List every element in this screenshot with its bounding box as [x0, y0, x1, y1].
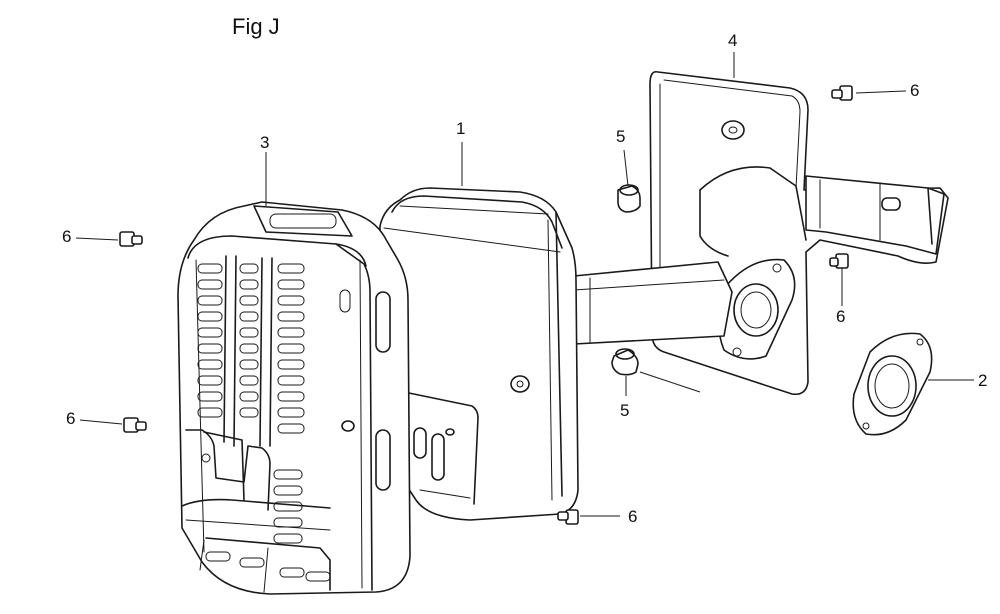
bolt-bottom [557, 509, 579, 525]
bolt-mid-right [829, 253, 849, 269]
callout-part-1: 1 [456, 119, 466, 138]
callout-part-6-left-upper: 6 [62, 227, 72, 246]
figure-title: Fig J [232, 14, 280, 39]
spacer-collar-lower [611, 348, 639, 376]
bolt-left-upper [119, 231, 143, 247]
callout-part-3: 3 [260, 133, 270, 152]
muffler-protector [177, 201, 411, 595]
spacer-collar-upper [617, 184, 641, 213]
callout-part-4: 4 [728, 31, 738, 50]
bolt-top-right [831, 85, 853, 101]
callout-part-6-bottom: 6 [628, 507, 638, 526]
callout-part-6-left-lower: 6 [66, 409, 76, 428]
callout-part-2: 2 [978, 371, 988, 390]
gasket [852, 332, 933, 436]
callout-part-5-upper: 5 [616, 127, 626, 146]
callout-part-5-lower: 5 [620, 401, 630, 420]
callout-part-6-top-right: 6 [910, 81, 920, 100]
bolt-left-lower [123, 417, 147, 433]
callout-part-6-mid-right: 6 [836, 307, 846, 326]
exhaust-pipe [573, 261, 733, 345]
leader-lines [75, 52, 974, 517]
